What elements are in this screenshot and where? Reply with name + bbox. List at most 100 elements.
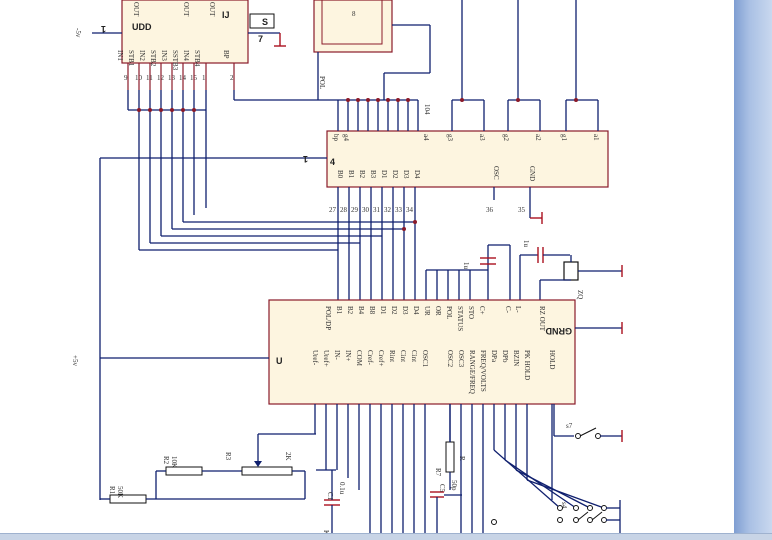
u2-pin-num: 36 bbox=[486, 206, 494, 214]
u3-bottom-pin: Cref- bbox=[366, 350, 374, 365]
u2-bottom-pin: B0 bbox=[336, 170, 344, 179]
u3-top-pin: B2 bbox=[346, 306, 354, 315]
chip-u1-label: UDD bbox=[132, 22, 152, 32]
u2-top-pin: g2 bbox=[502, 134, 510, 142]
c1-label: C1 bbox=[326, 492, 334, 501]
u2-pin-num: 32 bbox=[384, 206, 392, 214]
u3-top-pin: UR bbox=[423, 306, 431, 316]
u3-top-pin: STATUS bbox=[456, 306, 464, 331]
u1-out-label: OUT bbox=[132, 2, 140, 17]
side-scroll-panel[interactable] bbox=[734, 0, 772, 539]
u1-pin-num: 1 bbox=[202, 74, 206, 82]
u3-bottom-pin: DPb bbox=[501, 350, 509, 363]
c1-value: 0.1u bbox=[338, 482, 346, 495]
u1-pin-label: IN1 bbox=[116, 50, 124, 61]
label-s: S bbox=[262, 17, 268, 27]
u3-bottom-pin: RANGE/FREQ bbox=[468, 350, 476, 394]
label-7: 7 bbox=[258, 34, 263, 44]
u2-top-pin: a4 bbox=[422, 134, 430, 141]
k-label: K bbox=[322, 530, 330, 535]
u2-bottom-pin: D2 bbox=[391, 170, 399, 179]
u3-top-pin: C- bbox=[504, 306, 512, 314]
s7-label: s7 bbox=[566, 422, 573, 430]
chip-u3-ref: U bbox=[276, 356, 283, 366]
u3-bottom-pin: DPa bbox=[490, 350, 498, 363]
r7-label: R7 bbox=[434, 468, 442, 477]
label-pol: POL bbox=[318, 76, 326, 89]
resistor-r2: R2 10K bbox=[155, 456, 242, 499]
u1-pin-label: STB2 bbox=[149, 50, 157, 67]
u3-top-pin: B1 bbox=[335, 306, 343, 315]
u2-top-pin: g1 bbox=[560, 134, 568, 142]
u3-bottom-pin: IN- bbox=[333, 350, 341, 360]
chip-u2-pin-numbers: 27 28 29 30 31 32 33 34 36 35 bbox=[329, 206, 526, 214]
u3-bottom-pin: Cref+ bbox=[377, 350, 385, 366]
label-num1-mid: 1 bbox=[303, 154, 308, 164]
u3-top-pin: RZ OUT bbox=[538, 306, 546, 332]
switch-wire bbox=[526, 479, 605, 509]
u2-pin-num: 31 bbox=[373, 206, 381, 214]
box-label: 8 bbox=[352, 10, 356, 18]
u1-pin-label: BP bbox=[222, 50, 230, 59]
switch-s7: s7 bbox=[553, 404, 623, 442]
u2-bottom-pin: D3 bbox=[402, 170, 410, 179]
u3-bottom-pin: Cint bbox=[399, 350, 407, 362]
u3-bottom-pin: PK HOLD bbox=[523, 350, 531, 380]
bus-wires bbox=[99, 90, 415, 500]
u3-bottom-pin: Uref- bbox=[311, 350, 319, 366]
u3-bottom-pin: COM bbox=[355, 350, 363, 367]
u2-pin-num: 29 bbox=[351, 206, 359, 214]
u3-top-pin: B8 bbox=[368, 306, 376, 315]
switch-wire bbox=[493, 449, 561, 509]
switch-bank-s4: s4 K bbox=[322, 500, 621, 535]
chip-u1 bbox=[121, 0, 249, 64]
u1-out-label: OUT bbox=[182, 2, 190, 17]
u1-pin-label: STB4 bbox=[193, 50, 201, 67]
u1-pin-label: STB1 bbox=[127, 50, 135, 67]
u2-pin-num: 30 bbox=[362, 206, 370, 214]
u3-bottom-pin: IN+ bbox=[344, 350, 352, 361]
u3-bottom-pin: Cint bbox=[410, 350, 418, 362]
resistor-r7: R7 R bbox=[434, 404, 466, 490]
u2-pin-num: 35 bbox=[518, 206, 526, 214]
u2-bottom-pin: GND bbox=[528, 166, 536, 181]
u1-pin-num: 2 bbox=[230, 74, 234, 82]
chip-top-box bbox=[313, 0, 393, 53]
page-margin bbox=[0, 0, 60, 539]
switch-wire bbox=[504, 459, 577, 509]
u3-bottom-pin: OSC1 bbox=[421, 350, 429, 368]
r1-value: 50K bbox=[116, 486, 124, 498]
u2-top-pin: bp bbox=[332, 134, 340, 142]
u2-bottom-pin: OSC bbox=[492, 166, 500, 180]
chip-u1-ref: IJ bbox=[222, 10, 230, 20]
chip-u2-bottom-pins: B0 B1 B2 B3 D1 D2 D3 D4 OSC GND bbox=[336, 166, 536, 181]
u2-junctions bbox=[346, 98, 578, 102]
u2-bottom-pin: B2 bbox=[358, 170, 366, 179]
u3-top-pin: L- bbox=[514, 306, 522, 313]
u2-pin-num: 33 bbox=[395, 206, 403, 214]
u3-top-pin: B4 bbox=[357, 306, 365, 315]
u3-bottom-pin: OSC2 bbox=[446, 350, 454, 368]
u3-top-pin: OR bbox=[434, 306, 442, 316]
u2-top-wires bbox=[233, 0, 599, 131]
label-plus5v: +5v bbox=[71, 355, 79, 366]
r2-label: R2 bbox=[162, 456, 170, 465]
chip-u3 bbox=[268, 299, 576, 405]
u3-bottom-pin: Rint bbox=[388, 350, 396, 362]
u2-bottom-pin: D1 bbox=[380, 170, 388, 179]
r7-value: R bbox=[458, 456, 466, 461]
u3-bottom-pin: OSC3 bbox=[457, 350, 465, 368]
u2-pin-num: 27 bbox=[329, 206, 337, 214]
u3-top-pin: D1 bbox=[379, 306, 387, 315]
chip-u1-pins: IN1 STB1 IN2 STB2 IN3 SSTB3 IN4 STB4 BP … bbox=[116, 2, 230, 71]
u3-bottom-pin: FREQ/VOLTS bbox=[479, 350, 487, 392]
u3-top-pin: POL bbox=[445, 306, 453, 319]
u3-top-pin: POL/DP bbox=[324, 306, 332, 330]
label-104: 104 bbox=[423, 104, 431, 115]
u1-pin-label: IN4 bbox=[182, 50, 190, 61]
crystal-label: ZQ bbox=[576, 290, 584, 299]
cap-label-2: 1u bbox=[522, 240, 530, 248]
